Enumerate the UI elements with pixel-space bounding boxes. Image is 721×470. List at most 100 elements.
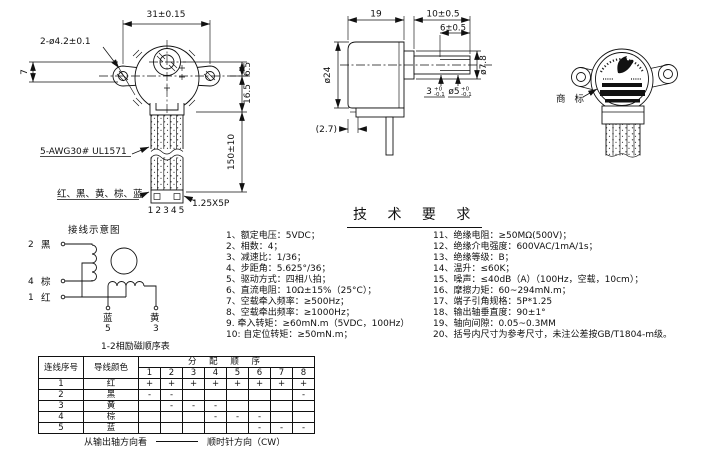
winding-a-leads [65, 243, 93, 282]
table-cell: + [270, 378, 293, 390]
table-cell [160, 422, 183, 434]
table-cell [270, 400, 293, 412]
dim-ref: (2.7) [316, 125, 337, 135]
tech-item: 9. 牵入转矩：≥60mN.m（5VDC，100Hz） [226, 319, 410, 329]
wire-color: 红 [83, 378, 139, 390]
table-cell: - [292, 422, 315, 434]
table-cell: - [248, 411, 271, 423]
table-cell: + [138, 378, 161, 390]
terminal-5 [105, 305, 111, 311]
dim-flat-len: 6±0.5 [440, 24, 466, 34]
footer-rotation-direction: 顺时针方向（CW） [207, 438, 286, 448]
table-cell [138, 400, 161, 412]
tech-item: 14、温升：≤60K； [433, 264, 515, 274]
dim-body-lower: 16.5 [243, 84, 253, 104]
label-connector: 1.25X5P [192, 199, 230, 209]
step-header: 5 [226, 367, 249, 379]
back-right-hole [663, 69, 673, 79]
table-footer: 从输出轴方向看 顺时针方向（CW） [84, 435, 285, 448]
step-header: 4 [204, 367, 227, 379]
table-cell: - [160, 400, 183, 412]
terminal-2 [60, 241, 66, 247]
back-view: 商 标 [556, 48, 678, 162]
front-centerlines [99, 40, 250, 126]
dim-depth: 19 [370, 10, 382, 20]
wire-no: 4 [38, 411, 84, 423]
label-wire-colors: 红、黑、黄、棕、蓝 [57, 188, 143, 200]
wiring-title: 接线示意图 [68, 224, 121, 236]
dim-flat-tol-dn: -0.1 [434, 92, 445, 98]
step-header: 3 [182, 367, 205, 379]
tech-item: 4、步距角：5.625°/36； [226, 264, 331, 274]
winding-b-leads [107, 285, 157, 306]
wire-no: 3 [38, 400, 84, 412]
table-cell [160, 411, 183, 423]
step-header: 6 [248, 367, 271, 379]
side-view: 19 10±0.5 6±0.5 ø24 (2.7) 3 +0 -0.1 ø5 +… [316, 10, 492, 156]
step-header: 8 [292, 367, 315, 379]
table-row: 5 蓝 - - - [38, 422, 315, 434]
wiring-subtitle: 1-2相励磁顺序表 [101, 340, 170, 352]
front-cable-break-lines [150, 148, 184, 161]
step-header: 7 [270, 367, 293, 379]
table-cell: - [160, 389, 183, 401]
step-header: 1 [138, 367, 161, 379]
table-row: 4 棕 - - - [38, 411, 315, 423]
tech-item: 15、噪声：≤40dB（A）（100Hz，空载，10cm）； [433, 275, 644, 285]
terminal-3 [153, 305, 159, 311]
front-connector-key-left [153, 193, 161, 200]
tech-item: 17、端子引角规格：5P*1.25 [433, 297, 553, 307]
side-terminal-block [355, 107, 405, 118]
back-cable [605, 123, 641, 158]
table-cell [248, 400, 271, 412]
winding-a-coil [91, 244, 97, 282]
table-cell: + [160, 378, 183, 390]
table-cell: - [138, 389, 161, 401]
t1-num: 1 [28, 293, 34, 303]
callout-holes: 2-ø4.2±0.1 [40, 37, 91, 47]
table-header-row: 连线序号 导线颜色 分 配 顺 序 [38, 356, 315, 379]
dim-shaft-dia: ø5 [448, 87, 459, 97]
dim-shaft-offset: 6.5 [243, 62, 253, 76]
wire-color: 黄 [83, 400, 139, 412]
wire-color: 棕 [83, 411, 139, 423]
table-cell [270, 389, 293, 401]
table-cell [270, 411, 293, 423]
label-wire: 5-AWG30# UL1571 [40, 147, 127, 157]
dim-shaft-len: 10±0.5 [426, 10, 459, 20]
table-cell: + [292, 378, 315, 390]
front-left-ear [112, 65, 142, 87]
dim-flat: 3 [426, 87, 432, 97]
table-cell: + [226, 378, 249, 390]
dim-body-dia: ø24 [323, 66, 333, 83]
terminal-4 [60, 278, 66, 284]
tech-item: 13、绝缘等级：B； [433, 253, 514, 263]
winding-b-coil [107, 281, 145, 287]
table-cell [226, 389, 249, 401]
tech-item: 16、摩擦力矩：60~294mN.m； [433, 286, 571, 296]
back-label-bar-1 [602, 83, 642, 87]
t2-num: 2 [28, 240, 34, 250]
back-label-bar-3 [605, 99, 640, 103]
table-cell [292, 411, 315, 423]
front-body-notches [132, 49, 196, 107]
tech-item: 5、驱动方式：四相八拍； [226, 275, 331, 285]
t5-num: 5 [105, 324, 111, 334]
step-header: 2 [160, 367, 183, 379]
tech-item: 12、绝缘介电强度：600VAC/1mA/1s； [433, 242, 598, 252]
wire-no: 1 [38, 378, 84, 390]
footer-view-direction: 从输出轴方向看 [84, 438, 148, 448]
trademark-label: 商 标 [556, 93, 587, 105]
t3-num: 3 [153, 324, 159, 334]
dim-shaft-tol-dn: -0.1 [461, 92, 472, 98]
table-cell: + [248, 378, 271, 390]
tech-requirements-title: 技 术 要 求 [347, 204, 483, 228]
table-cell [204, 422, 227, 434]
t2-color: 黑 [41, 240, 51, 251]
table-cell [292, 400, 315, 412]
table-cell: - [248, 422, 271, 434]
tech-item: 1、额定电压：5VDC； [226, 231, 320, 241]
dim-offset-left: 7 [20, 69, 30, 75]
